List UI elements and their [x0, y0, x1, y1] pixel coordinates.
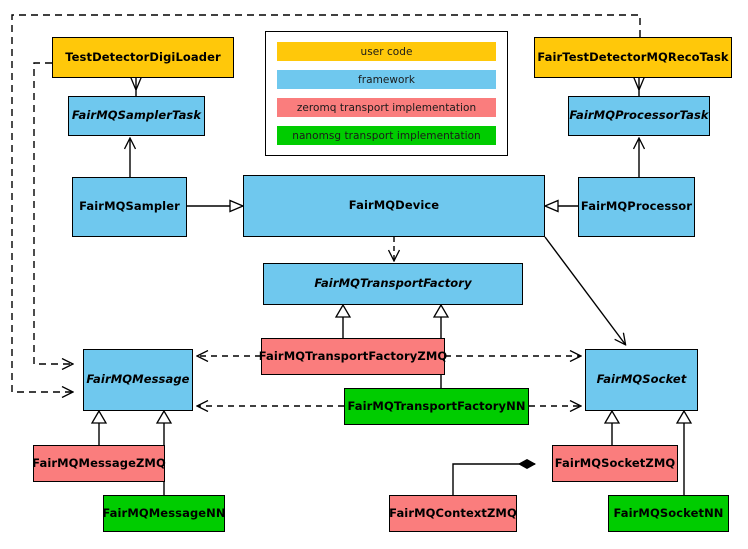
class-node-fairtestdetectormqrecotask[interactable]: FairTestDetectorMQRecoTask — [534, 37, 732, 78]
class-node-fairmqtransportfactoryzmq[interactable]: FairMQTransportFactoryZMQ — [259, 338, 447, 375]
edge-messagenn-arrowhead — [155, 409, 173, 424]
class-node-fairmqsamplertask[interactable]: FairMQSamplerTask — [68, 96, 205, 136]
class-node-fairmqmessagenn[interactable]: FairMQMessageNN — [102, 495, 226, 532]
class-node-fairmqsocketzmq[interactable]: FairMQSocketZMQ — [552, 445, 678, 482]
class-node-testdetectordigiloader[interactable]: TestDetectorDigiLoader — [52, 37, 234, 78]
class-node-fairmqmessagezmq[interactable]: FairMQMessageZMQ — [32, 445, 166, 482]
edge-processor-to-device-arrowhead — [543, 199, 559, 213]
legend-item-user-code: user code — [277, 42, 496, 61]
class-node-fairmqtransportfactorynn[interactable]: FairMQTransportFactoryNN — [344, 388, 529, 425]
edge-socketnn-arrowhead — [675, 409, 693, 424]
legend-item-zeromq: zeromq transport implementation — [277, 98, 496, 117]
class-node-fairmqdevice[interactable]: FairMQDevice — [243, 175, 545, 237]
legend-panel: user code framework zeromq transport imp… — [265, 31, 508, 156]
class-node-fairmqsampler[interactable]: FairMQSampler — [72, 177, 187, 237]
edge-digiloader-to-message — [33, 62, 72, 364]
edge-tfnn-arrowhead — [432, 303, 450, 318]
class-node-fairmqprocessor[interactable]: FairMQProcessor — [578, 177, 695, 237]
legend-item-nanomsg: nanomsg transport implementation — [277, 126, 496, 145]
edge-socketzmq-arrowhead — [603, 409, 621, 424]
edge-device-to-socket — [544, 236, 625, 344]
legend-item-framework: framework — [277, 70, 496, 89]
class-node-fairmqtransportfactory[interactable]: FairMQTransportFactory — [263, 263, 523, 305]
class-node-fairmqsocket[interactable]: FairMQSocket — [585, 349, 698, 411]
edge-contextzmq-to-socketzmq — [452, 464, 535, 495]
class-node-fairmqsocketnn[interactable]: FairMQSocketNN — [608, 495, 729, 532]
edge-sampler-to-device-arrowhead — [229, 199, 245, 213]
class-node-fairmqprocessortask[interactable]: FairMQProcessorTask — [568, 96, 710, 136]
class-node-fairmqcontextzmq[interactable]: FairMQContextZMQ — [389, 495, 517, 532]
edge-messagezmq-arrowhead — [90, 409, 108, 424]
edge-tfzmq-arrowhead — [334, 303, 352, 318]
class-node-fairmqmessage[interactable]: FairMQMessage — [83, 349, 193, 411]
